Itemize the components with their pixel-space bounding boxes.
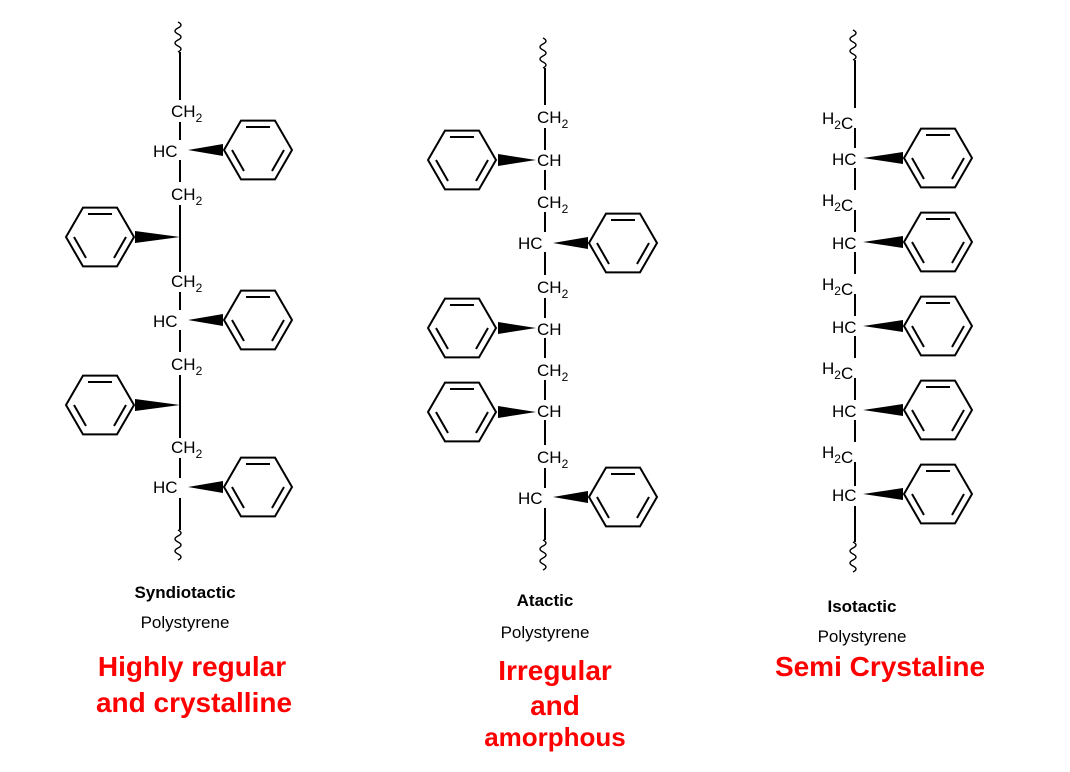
group-label: H2C [822, 275, 853, 299]
description-line: Semi Crystaline [775, 651, 985, 682]
structure-atactic: CH2 CH CH2 HC CH2 CH CH2 CH CH2 HC Atact… [427, 37, 658, 752]
structure-isotactic: H2C HC H2C HC H2C HC H2C HC H2C HC Isota… [775, 29, 985, 682]
group-label: CH2 [537, 361, 569, 384]
group-label: CH [537, 151, 562, 170]
description-line: and [530, 690, 580, 721]
phenyl-ring [903, 379, 973, 441]
group-label: CH2 [171, 102, 203, 125]
group-label: CH2 [171, 272, 203, 295]
chain-end-squiggle-bottom [849, 541, 857, 573]
phenyl-ring [223, 456, 293, 518]
group-label: CH2 [171, 185, 203, 208]
group-label: HC [832, 150, 857, 169]
group-label: H2C [822, 191, 853, 215]
group-label: CH [537, 320, 562, 339]
wedge-bond [498, 406, 536, 418]
phenyl-ring [588, 212, 658, 274]
wedge-bond [135, 231, 180, 243]
group-label: H2C [822, 359, 853, 383]
group-label: HC [153, 478, 178, 497]
phenyl-ring [65, 374, 135, 436]
polymer-label: Polystyrene [818, 627, 907, 646]
structure-syndiotactic: CH2 HC CH2 CH2 HC CH2 CH2 HC Syndiotacti… [65, 21, 293, 718]
group-label: HC [153, 142, 178, 161]
group-label: CH2 [537, 193, 569, 216]
group-label: H2C [822, 443, 853, 467]
chain-end-squiggle-top [539, 37, 547, 69]
group-label: H2C [822, 109, 853, 133]
description-line: Highly regular [98, 651, 286, 682]
chain-end-squiggle-bottom [539, 539, 547, 571]
wedge-bond [188, 144, 223, 156]
group-label: HC [832, 486, 857, 505]
group-label: HC [832, 402, 857, 421]
wedge-bond [863, 152, 903, 164]
description-line: amorphous [484, 722, 626, 752]
polymer-label: Polystyrene [501, 623, 590, 642]
chain-end-squiggle-top [849, 29, 857, 61]
phenyl-ring [903, 463, 973, 525]
group-label: HC [832, 318, 857, 337]
phenyl-ring [588, 466, 658, 528]
group-label: CH2 [171, 355, 203, 378]
wedge-bond [135, 399, 180, 411]
wedge-bond [188, 314, 223, 326]
wedge-bond [863, 320, 903, 332]
wedge-bond [188, 481, 223, 493]
phenyl-ring [427, 297, 497, 359]
tacticity-label: Syndiotactic [134, 583, 235, 602]
phenyl-ring [65, 206, 135, 268]
wedge-bond [863, 236, 903, 248]
group-label: CH2 [171, 438, 203, 461]
wedge-bond [863, 488, 903, 500]
group-label: CH [537, 402, 562, 421]
phenyl-ring [903, 295, 973, 357]
phenyl-ring [903, 211, 973, 273]
group-label: CH2 [537, 278, 569, 301]
description-line: and crystalline [96, 687, 292, 718]
wedge-bond [863, 404, 903, 416]
group-label: CH2 [537, 108, 569, 131]
chain-end-squiggle-bottom [174, 529, 182, 561]
chain-end-squiggle-top [174, 21, 182, 53]
phenyl-ring [427, 129, 497, 191]
group-label: HC [518, 489, 543, 508]
wedge-bond [498, 322, 536, 334]
group-label: HC [153, 312, 178, 331]
polymer-label: Polystyrene [141, 613, 230, 632]
tacticity-label: Isotactic [828, 597, 897, 616]
wedge-bond [553, 237, 588, 249]
phenyl-ring [903, 127, 973, 189]
tacticity-label: Atactic [517, 591, 574, 610]
wedge-bond [498, 154, 536, 166]
phenyl-ring [223, 289, 293, 351]
description-line: Irregular [498, 655, 612, 686]
wedge-bond [553, 491, 588, 503]
group-label: HC [518, 234, 543, 253]
phenyl-ring [223, 119, 293, 181]
phenyl-ring [427, 381, 497, 443]
group-label: CH2 [537, 448, 569, 471]
group-label: HC [832, 234, 857, 253]
